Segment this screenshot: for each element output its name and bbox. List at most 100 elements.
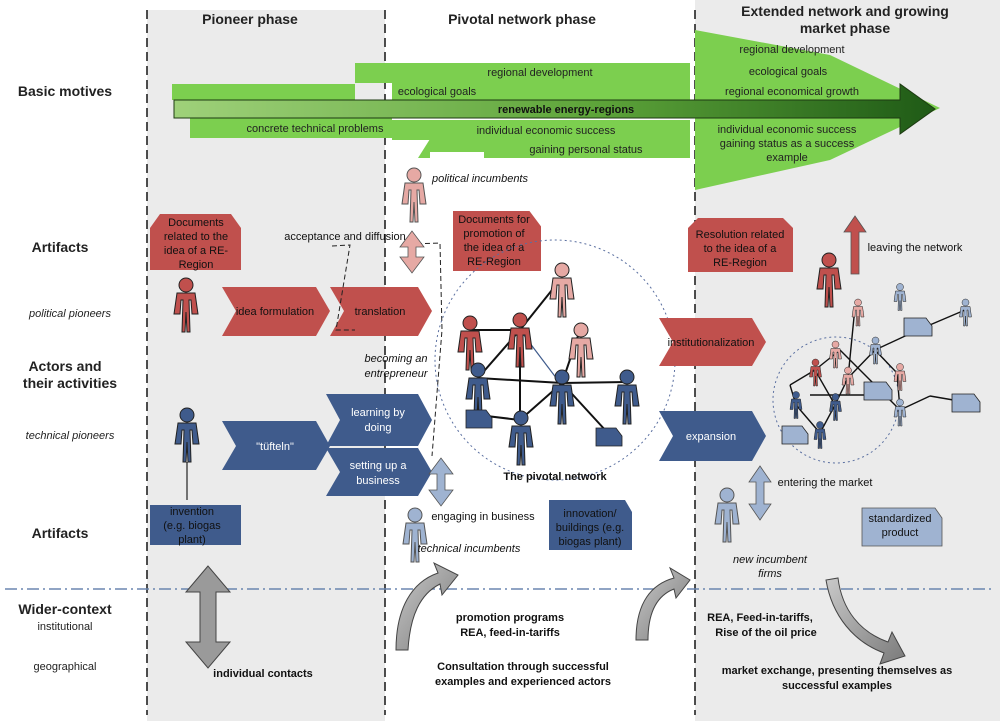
motive-bar-left — [172, 84, 355, 100]
entering-market-arrow — [748, 465, 772, 521]
extended-context-curved-arrow — [635, 566, 691, 641]
motive-bar-personal-status — [418, 139, 690, 158]
resolution-line3: RE-Region — [713, 257, 767, 269]
pioneer-context-double-arrow — [184, 565, 232, 669]
extended-phase-title-line2: market phase — [800, 20, 890, 36]
extended-phase-title-line1: Extended network and growing — [741, 3, 949, 19]
network-node-political-1 — [457, 315, 483, 371]
documents-idea-line3: idea of a RE- — [164, 245, 229, 257]
motive-individual-economic-success: individual economic success — [477, 125, 616, 137]
becoming-entrepreneur-line2: entrepreneur — [365, 368, 429, 380]
pivotal-network-title: The pivotal network — [503, 471, 607, 483]
leaving-network-arrow — [843, 215, 867, 275]
new-incumbent-line2: firms — [758, 568, 782, 580]
learning-line2: doing — [365, 422, 392, 434]
standardized-line1: standardized — [869, 513, 932, 525]
technical-incumbent-double-arrow — [428, 457, 454, 507]
invention-line2: (e.g. biogas — [163, 520, 221, 532]
ext-building-3 — [951, 393, 981, 413]
setting-up-line1: setting up a — [350, 460, 408, 472]
standardized-line2: product — [882, 527, 919, 539]
setting-up-line2: business — [356, 475, 400, 487]
row-label-basic-motives: Basic motives — [18, 83, 112, 99]
entrepreneur-dashed-line — [408, 242, 443, 457]
documents-promotion-line4: RE-Region — [467, 256, 521, 268]
technical-incumbents-label: technical incumbents — [418, 543, 521, 555]
engaging-business-label: engaging in business — [431, 511, 535, 523]
renewable-energy-arrow — [173, 83, 936, 135]
leaving-network-label: leaving the network — [868, 242, 963, 254]
documents-idea-line4: Region — [179, 259, 214, 271]
consultation-line2: examples and experienced actors — [435, 676, 611, 688]
row-label-technical-pioneers: technical pioneers — [26, 430, 115, 442]
rea-feed-label: REA, feed-in-tariffs — [460, 627, 560, 639]
row-label-geographical: geographical — [34, 661, 97, 673]
row-label-actors-line2: their activities — [23, 375, 117, 391]
market-exchange-line2: successful examples — [782, 680, 892, 692]
motive-ecological-goals: ecological goals — [398, 86, 477, 98]
innovation-line2: buildings (e.g. — [556, 522, 625, 534]
row-label-institutional: institutional — [37, 621, 92, 633]
motive-ext-regional-development: regional development — [739, 44, 844, 56]
row-label-artifacts-bottom: Artifacts — [32, 525, 89, 541]
motive-ext-ecological-goals: ecological goals — [749, 66, 828, 78]
motive-ext-individual-success: individual economic success — [718, 124, 857, 136]
acceptance-dashed-line — [331, 244, 355, 331]
network-node-political-4 — [568, 322, 594, 378]
rea-feed-ext-label: REA, Feed-in-tariffs, — [707, 612, 813, 624]
motive-bar-ecological-goals — [392, 82, 690, 100]
artifact-documents-promotion — [451, 209, 543, 273]
documents-idea-line1: Documents — [168, 217, 224, 229]
activity-expansion — [659, 411, 766, 461]
activity-translation — [330, 287, 432, 336]
motive-renewable-energy-regions: renewable energy-regions — [498, 104, 634, 116]
activity-learning-by-doing — [326, 394, 432, 446]
activity-setting-up-business — [326, 448, 432, 496]
network-node-technical-2 — [549, 369, 575, 425]
becoming-entrepreneur-line1: becoming an — [365, 353, 428, 365]
network-node-building-1 — [465, 409, 493, 429]
oil-price-label: Rise of the oil price — [715, 627, 816, 639]
row-label-wider-context: Wider-context — [18, 601, 112, 617]
row-label-artifacts-top: Artifacts — [32, 239, 89, 255]
new-incumbent-line1: new incumbent — [733, 554, 808, 566]
entering-market-label: entering the market — [778, 477, 873, 489]
promotion-programs-label: promotion programs — [456, 612, 564, 624]
tufteln-label: "tüfteln" — [256, 441, 294, 453]
expansion-label: expansion — [686, 431, 736, 443]
political-incumbents-label: political incumbents — [431, 173, 528, 185]
motive-bar-regional-development — [355, 63, 690, 83]
network-node-building-2 — [595, 427, 623, 447]
innovation-line3: biogas plant) — [559, 536, 622, 548]
institutionalization-label: institutionalization — [668, 337, 755, 349]
ext-building-4 — [781, 425, 809, 445]
acceptance-diffusion-label: acceptance and diffusion — [284, 231, 406, 243]
invention-line1: invention — [170, 506, 214, 518]
motive-ext-regional-growth: regional economical growth — [725, 86, 859, 98]
innovation-line1: innovation/ — [563, 508, 617, 520]
market-exchange-line1: market exchange, presenting themselves a… — [722, 665, 953, 677]
invention-line3: plant) — [178, 534, 206, 546]
learning-line1: learning by — [351, 407, 405, 419]
row-label-political-pioneers: political pioneers — [28, 308, 111, 320]
documents-promotion-line2: promotion of — [463, 228, 525, 240]
translation-label: translation — [355, 306, 406, 318]
network-node-political-3 — [549, 262, 575, 318]
documents-promotion-line1: Documents for — [458, 214, 530, 226]
pivotal-context-curved-arrow — [395, 561, 459, 651]
documents-idea-line2: related to the — [164, 231, 228, 243]
motive-gaining-personal-status: gaining personal status — [529, 144, 643, 156]
artifact-innovation — [549, 500, 632, 550]
individual-contacts-label: individual contacts — [213, 668, 313, 680]
motive-concrete-technical-problems: concrete technical problems — [247, 123, 384, 135]
motive-bar-concrete-problems — [190, 118, 392, 138]
resolution-line2: to the idea of a — [704, 243, 778, 255]
motive-regional-development: regional development — [487, 67, 592, 79]
row-label-actors-line1: Actors and — [28, 358, 101, 374]
resolution-line1: Resolution related — [696, 229, 785, 241]
pivotal-phase-title: Pivotal network phase — [448, 11, 596, 27]
political-incumbent-double-arrow — [399, 230, 425, 274]
activity-institutionalization — [659, 318, 766, 366]
motive-ext-status-line1: gaining status as a success — [720, 138, 855, 150]
